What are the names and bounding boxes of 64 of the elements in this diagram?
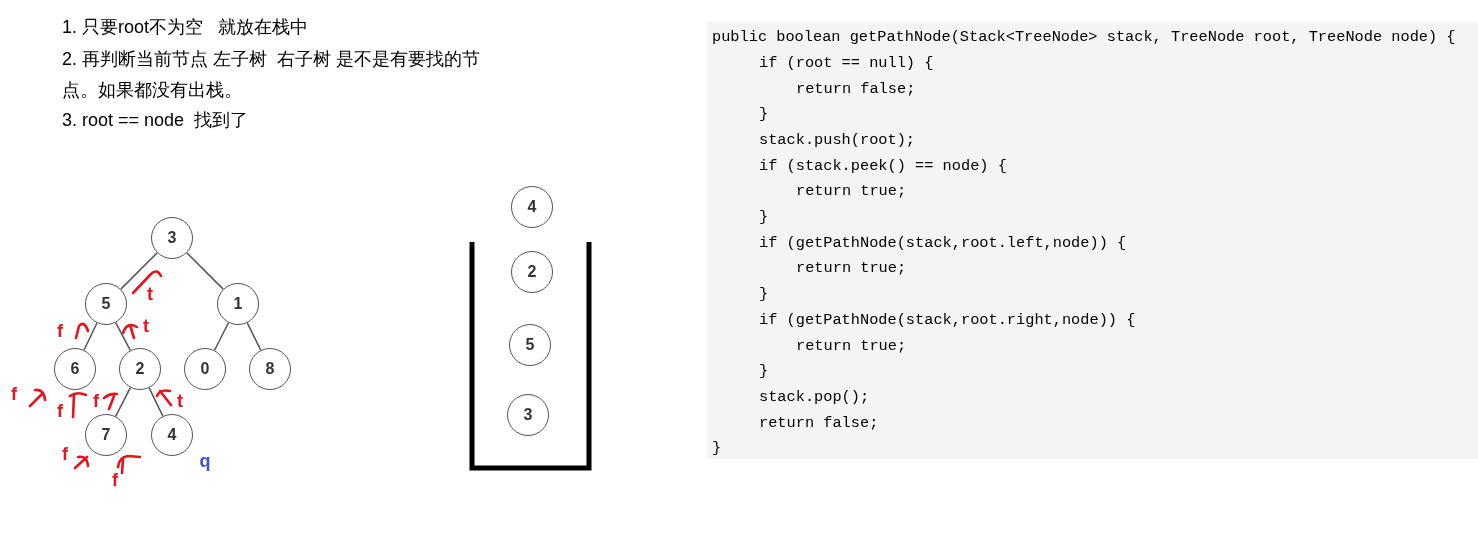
code-line: if (getPathNode(stack,root.right,node)) {	[759, 309, 1136, 331]
node-value: 3	[167, 230, 177, 246]
stack-node	[511, 251, 553, 293]
annotation-letter: t	[143, 317, 149, 335]
node-value: 0	[200, 361, 210, 377]
annotation-letter: f	[57, 402, 63, 420]
tree-node	[85, 283, 127, 325]
code-line: }	[712, 438, 722, 460]
code-line: }	[759, 284, 769, 306]
node-value: 8	[265, 361, 275, 377]
stack-node	[511, 186, 553, 228]
tree-edge	[83, 322, 98, 351]
tree-node	[119, 348, 161, 390]
tree-edge	[186, 252, 224, 290]
tree-node	[249, 348, 291, 390]
node-value: 2	[135, 361, 145, 377]
note-text: 3. root == node 找到了	[62, 108, 249, 132]
code-line: if (getPathNode(stack,root.left,node)) {	[759, 232, 1127, 254]
tree-edge	[148, 387, 164, 417]
annotation-letter: t	[147, 285, 153, 303]
tree-node	[217, 283, 259, 325]
code-line: public boolean getPathNode(Stack<TreeNode> stack, TreeNode root, TreeNode node) {	[712, 27, 1456, 49]
stack-node	[507, 394, 549, 436]
code-line: }	[759, 361, 769, 383]
tree-edge	[115, 321, 131, 352]
node-value: 4	[167, 427, 177, 443]
node-value: 3	[523, 407, 533, 423]
code-line: return true;	[796, 181, 907, 203]
tree-node	[151, 414, 193, 456]
node-value: 4	[527, 199, 537, 215]
annotation-letter: f	[112, 471, 118, 489]
tree-edge	[114, 386, 132, 418]
code-line: return false;	[759, 412, 879, 434]
annotation-letter: f	[11, 385, 17, 403]
code-line: stack.push(root);	[759, 129, 916, 151]
code-line: if (stack.peek() == node) {	[759, 155, 1007, 177]
code-line: return true;	[796, 335, 907, 357]
code-line: }	[759, 104, 769, 126]
code-line: return true;	[796, 258, 907, 280]
note-text: 2. 再判断当前节点 左子树 右子树 是不是有要找的节点。如果都没有出栈。	[62, 47, 482, 102]
node-value: 5	[101, 296, 111, 312]
annotation-letter: f	[57, 322, 63, 340]
code-line: return false;	[796, 78, 916, 100]
tree-edge	[246, 322, 262, 351]
node-value: 1	[233, 296, 243, 312]
stack-node	[509, 324, 551, 366]
annotation-letter: f	[93, 392, 99, 410]
tree-node	[184, 348, 226, 390]
node-value: 5	[525, 337, 535, 353]
annotation-letter: q	[199, 452, 211, 470]
annotation-letter: f	[62, 445, 68, 463]
code-line: stack.pop();	[759, 386, 870, 408]
tree-node	[85, 414, 127, 456]
tree-edge	[120, 252, 158, 290]
node-value: 7	[101, 427, 111, 443]
node-value: 2	[527, 264, 537, 280]
tree-node	[151, 217, 193, 259]
annotation-letter: t	[177, 392, 183, 410]
tree-node	[54, 348, 96, 390]
node-value: 6	[70, 361, 80, 377]
code-line: if (root == null) {	[759, 52, 934, 74]
note-text: 1. 只要root不为空 就放在栈中	[62, 15, 309, 39]
code-line: }	[759, 207, 769, 229]
tree-edge	[213, 322, 230, 352]
